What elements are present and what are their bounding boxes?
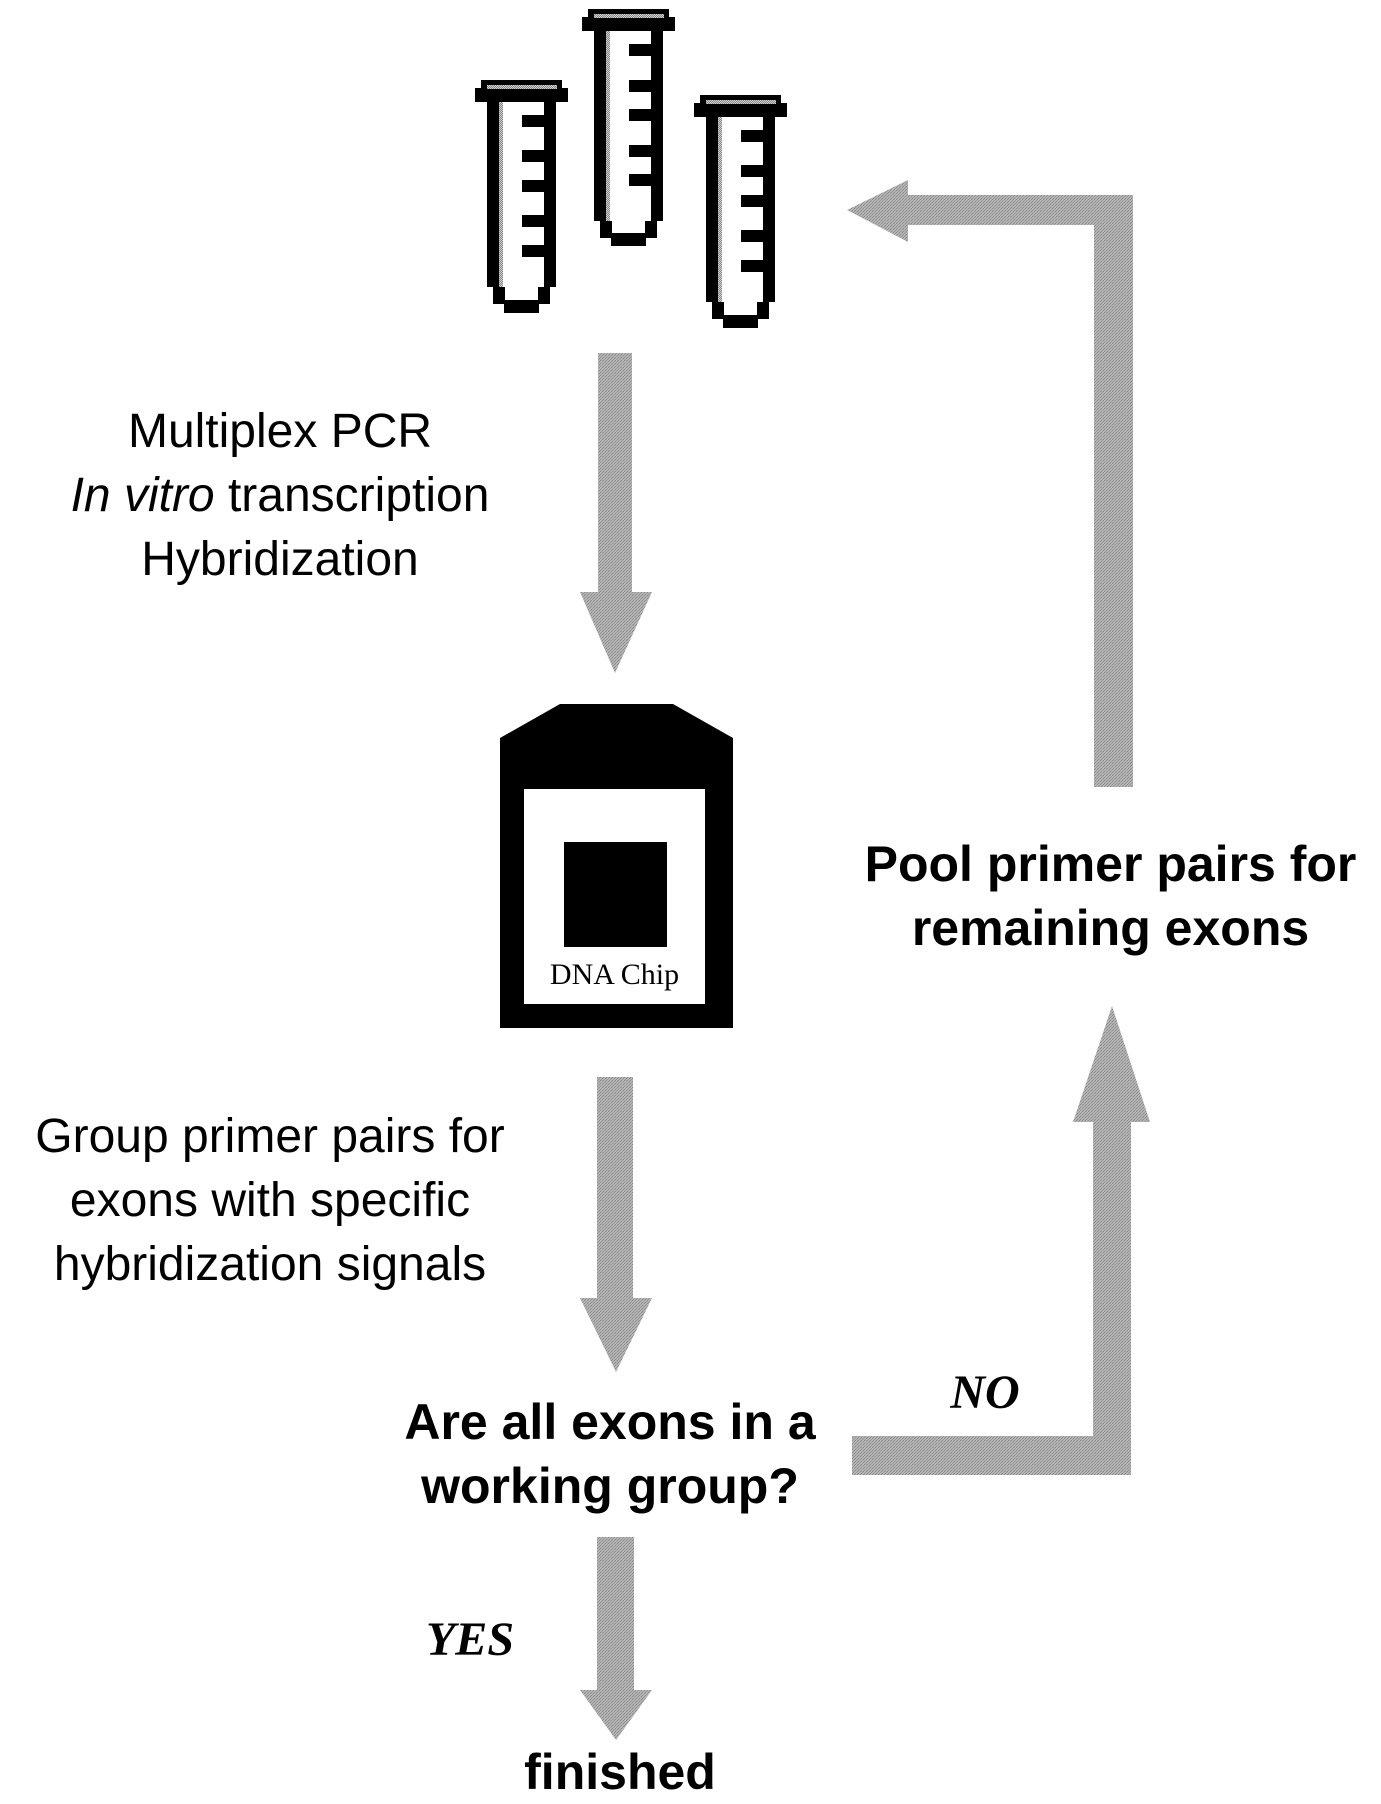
step-line: Group primer pairs for bbox=[35, 1110, 505, 1163]
step-line-rest: transcription bbox=[214, 469, 490, 522]
step-line: Hybridization bbox=[141, 533, 419, 586]
pcr-tubes-icon bbox=[475, 9, 787, 328]
arrow-left-icon bbox=[847, 180, 1133, 787]
end-node-finished: finished bbox=[524, 1744, 716, 1800]
tube-icon bbox=[475, 80, 568, 313]
step-line: Pool primer pairs for bbox=[864, 836, 1357, 892]
step-amplify-label: Multiplex PCR In vitro transcription Hyb… bbox=[20, 400, 540, 592]
arrow-down-icon bbox=[580, 353, 652, 673]
edge-label-yes: YES bbox=[425, 1613, 515, 1666]
question-line: working group? bbox=[421, 1458, 799, 1514]
step-line: Multiplex PCR bbox=[127, 405, 433, 458]
step-line: hybridization signals bbox=[53, 1238, 487, 1291]
edge-label-no: NO bbox=[950, 1366, 1020, 1419]
arrow-up-icon bbox=[852, 1006, 1150, 1475]
italic-term: In vitro bbox=[70, 469, 215, 522]
decision-question: Are all exons in a working group? bbox=[360, 1390, 860, 1518]
step-line: remaining exons bbox=[911, 900, 1310, 956]
tube-icon bbox=[582, 9, 675, 246]
pool-step-label: Pool primer pairs for remaining exons bbox=[840, 832, 1381, 960]
chip-label: DNA Chip bbox=[549, 958, 680, 991]
question-line: Are all exons in a bbox=[404, 1394, 816, 1450]
arrow-down-icon bbox=[580, 1077, 652, 1372]
arrow-down-icon bbox=[580, 1537, 652, 1740]
step-line: In vitro transcription bbox=[20, 464, 540, 528]
step-line: exons with specific bbox=[69, 1174, 471, 1227]
dna-chip-icon bbox=[500, 704, 733, 1028]
tube-icon bbox=[694, 95, 787, 328]
step-group-label: Group primer pairs for exons with specif… bbox=[0, 1105, 540, 1297]
